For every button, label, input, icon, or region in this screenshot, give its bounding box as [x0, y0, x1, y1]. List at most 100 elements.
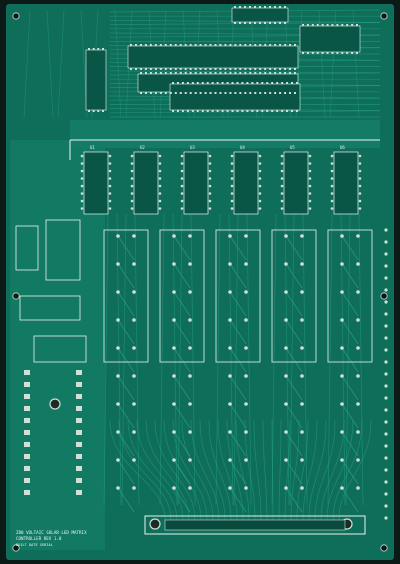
chip-pad: [358, 184, 362, 188]
ic-pin: [204, 68, 207, 70]
led-pad: [340, 374, 344, 378]
ic-pin: [159, 44, 162, 46]
matrix-trace: [229, 347, 247, 373]
ic-pin: [294, 44, 296, 46]
chip-pad: [108, 162, 112, 165]
ic-pin: [219, 68, 222, 70]
connector-trace: [226, 419, 244, 521]
mounting-hole: [12, 544, 20, 552]
led-pad: [116, 318, 120, 322]
connector-trace: [302, 419, 318, 521]
connector-trace: [296, 419, 309, 521]
ic-pin: [294, 68, 296, 70]
ic-pin: [144, 68, 147, 70]
large-hole: [49, 398, 61, 410]
led-pad: [116, 290, 120, 294]
ic-pin: [289, 92, 292, 94]
inductor-outline: [19, 295, 81, 321]
ic-pin: [302, 52, 304, 54]
column-trace: [302, 213, 308, 506]
led-pad: [300, 290, 304, 294]
ic-pin: [279, 92, 282, 94]
edge-pad: [384, 300, 388, 304]
ic-pin: [140, 92, 142, 94]
ic-pin: [159, 68, 162, 70]
ic-pin: [284, 92, 287, 94]
ic-pin: [229, 44, 232, 46]
chip-pad: [358, 169, 362, 173]
ic-pin: [139, 68, 142, 70]
led-pad: [244, 290, 248, 294]
chip-pad: [158, 184, 162, 188]
column-trace: [289, 213, 295, 506]
column-trace: [358, 213, 364, 506]
led-pad: [172, 262, 176, 266]
chip-pad: [130, 162, 134, 165]
chip-pad: [330, 184, 334, 188]
mounting-hole: [380, 292, 388, 300]
led-pad: [228, 290, 232, 294]
ic-pin: [351, 52, 354, 54]
ic-pin: [201, 82, 204, 84]
ic-package: [169, 83, 301, 111]
ic-pin: [172, 110, 174, 112]
smd-pad: [24, 394, 30, 399]
led-pad: [300, 346, 304, 350]
ic-pin: [259, 44, 262, 46]
ic-pin: [331, 52, 334, 54]
ic-pin: [236, 110, 239, 112]
ic-pin: [259, 72, 262, 74]
ic-pin: [331, 24, 334, 26]
column-trace: [345, 213, 351, 506]
ic-pin: [144, 72, 147, 74]
chip-pad: [330, 154, 334, 158]
chip-pad: [258, 154, 262, 158]
ic-pin: [226, 110, 229, 112]
ic-pin: [149, 72, 152, 74]
chip-pad: [130, 169, 134, 173]
matrix-trace: [229, 235, 247, 261]
ic-pin: [134, 68, 137, 70]
ic-pin: [279, 44, 282, 46]
led-pad: [284, 486, 288, 490]
ic-pin: [214, 72, 217, 74]
ic-pin: [276, 110, 279, 112]
ic-pin: [261, 82, 264, 84]
led-pad: [116, 234, 120, 238]
matrix-trace: [341, 347, 359, 373]
led-pad: [188, 346, 192, 350]
ic-pin: [254, 68, 257, 70]
connector-trace: [338, 419, 372, 521]
led-pad: [172, 486, 176, 490]
ic-pin: [346, 52, 349, 54]
ic-pin: [259, 22, 261, 24]
ic-pin: [229, 68, 232, 70]
ic-pin: [279, 68, 282, 70]
chip-pad: [130, 192, 134, 195]
ic-pin: [149, 92, 152, 94]
driver-chip-label: U5: [290, 145, 295, 150]
led-pad: [172, 458, 176, 462]
ic-pin: [144, 44, 147, 46]
ic-pin: [234, 92, 237, 94]
ic-pin: [266, 110, 269, 112]
ic-pin: [189, 72, 192, 74]
chip-pad: [80, 199, 84, 203]
connector-trace: [271, 419, 274, 521]
ic-pin: [266, 82, 269, 84]
ic-pin: [241, 110, 244, 112]
led-pad: [228, 262, 232, 266]
matrix-trace: [117, 263, 135, 289]
chip-pad: [258, 177, 262, 180]
led-pad: [132, 234, 136, 238]
chip-pad: [108, 169, 112, 173]
ic-pin: [246, 110, 249, 112]
connector-trace: [109, 419, 166, 521]
ic-pin: [284, 6, 286, 8]
ic-pin: [169, 92, 172, 94]
matrix-trace: [285, 291, 303, 317]
ic-pin: [239, 72, 242, 74]
ic-pin: [206, 110, 209, 112]
led-pad: [284, 290, 288, 294]
